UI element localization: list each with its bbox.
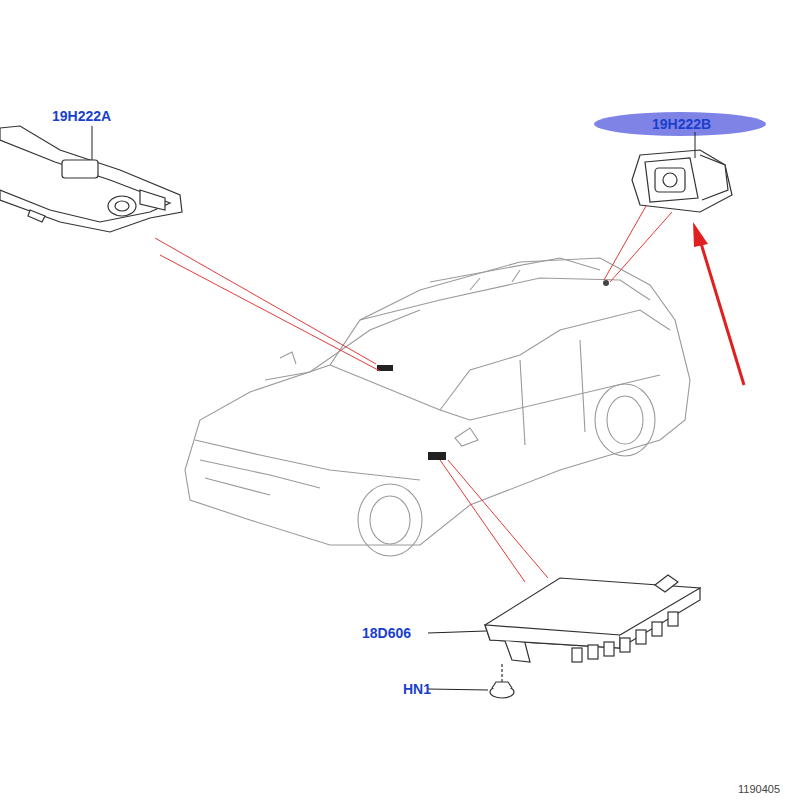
location-mark	[377, 365, 393, 371]
nut	[490, 664, 514, 698]
part-a	[0, 126, 182, 232]
part-number: 18D606	[362, 625, 411, 641]
part-number: HN1	[403, 681, 431, 697]
pointer-arrow	[693, 222, 744, 385]
location-mark	[603, 280, 609, 286]
part-b	[632, 150, 732, 212]
location-mark	[428, 452, 446, 460]
leader-line	[695, 132, 696, 158]
part-number: 19H222B	[652, 116, 711, 132]
leader-line	[428, 689, 488, 690]
highlight-ellipse	[594, 112, 766, 136]
drawing-number: 1190405	[738, 781, 780, 797]
leader-line	[428, 631, 486, 633]
control-module	[485, 575, 700, 662]
part-number: 19H222A	[52, 108, 111, 124]
leader-line	[92, 126, 93, 160]
location-lines	[155, 206, 672, 582]
car-illustration	[185, 258, 690, 556]
